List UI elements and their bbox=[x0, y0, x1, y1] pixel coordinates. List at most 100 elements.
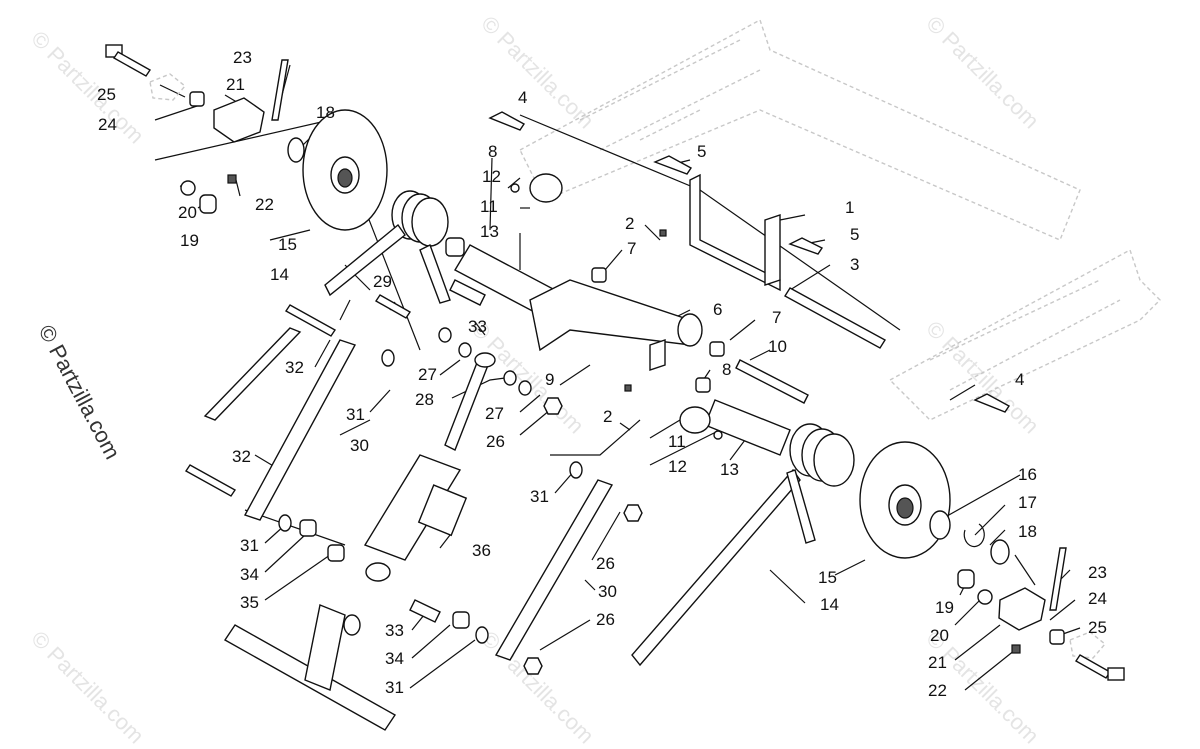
bushing-34-b bbox=[452, 611, 470, 629]
callout-number: 13 bbox=[480, 222, 499, 241]
callout-number: 13 bbox=[720, 460, 739, 479]
callout-number: 31 bbox=[530, 487, 549, 506]
setscrew-22 bbox=[227, 174, 237, 184]
callout-number: 27 bbox=[418, 365, 437, 384]
bearing-16 bbox=[929, 510, 951, 540]
callout-number: 5 bbox=[850, 225, 859, 244]
callout-number: 31 bbox=[240, 536, 259, 555]
callout-number: 9 bbox=[545, 370, 554, 389]
callout-number: 7 bbox=[772, 308, 781, 327]
watermark: © Partzilla.com bbox=[26, 26, 149, 149]
bushing-24-lower bbox=[1049, 629, 1065, 645]
rod-3 bbox=[784, 287, 886, 349]
bumper-11-lower bbox=[679, 406, 711, 434]
callout-number: 5 bbox=[697, 142, 706, 161]
watermark: © Partzilla.com bbox=[476, 626, 599, 749]
callout-number: 23 bbox=[233, 48, 252, 67]
callout-number: 36 bbox=[472, 541, 491, 560]
bushing-34-a bbox=[299, 519, 317, 537]
washer-28-a bbox=[458, 342, 472, 358]
callout-number: 15 bbox=[818, 568, 837, 587]
bumper-11-upper bbox=[529, 173, 563, 203]
callout-number: 17 bbox=[1018, 493, 1037, 512]
callout-number: 30 bbox=[598, 582, 617, 601]
rail-ghost-upper bbox=[519, 18, 1081, 241]
nut-27-b bbox=[518, 380, 532, 396]
callout-number: 1 bbox=[845, 198, 854, 217]
callout-number: 34 bbox=[385, 649, 404, 668]
callout-number: 20 bbox=[178, 203, 197, 222]
callout-number: 31 bbox=[385, 678, 404, 697]
callout-number: 2 bbox=[603, 407, 612, 426]
watermark: © Partzilla.com bbox=[921, 11, 1044, 134]
callout-number: 12 bbox=[482, 167, 501, 186]
callout-number: 21 bbox=[226, 75, 245, 94]
callout-number: 27 bbox=[485, 404, 504, 423]
callout-number: 10 bbox=[768, 337, 787, 356]
callout-number: 8 bbox=[722, 360, 731, 379]
callout-layer: 1223445567788910111112121313141415151617… bbox=[97, 48, 1107, 700]
callout-number: 19 bbox=[935, 598, 954, 617]
bearing-18 bbox=[287, 137, 305, 163]
watermark: © Partzilla.com bbox=[26, 626, 149, 749]
washer-31-b bbox=[569, 461, 583, 479]
pin-12-lower bbox=[713, 430, 723, 440]
spring-upper bbox=[324, 190, 451, 304]
clamp-21 bbox=[213, 97, 265, 143]
washer-24-ghost bbox=[149, 73, 187, 101]
washer-31-c bbox=[278, 514, 292, 532]
bushing-19 bbox=[199, 194, 217, 214]
callout-number: 18 bbox=[1018, 522, 1037, 541]
nut-26-middle bbox=[623, 504, 643, 522]
clamp-21-lower bbox=[998, 587, 1046, 631]
callout-number: 18 bbox=[316, 103, 335, 122]
callout-number: 4 bbox=[1015, 370, 1024, 389]
arm-6 bbox=[529, 279, 691, 352]
callout-number: 26 bbox=[486, 432, 505, 451]
bolt-25-lower bbox=[1075, 654, 1125, 681]
nut-26-lower bbox=[523, 657, 543, 675]
callout-number: 24 bbox=[98, 115, 117, 134]
washer-31-d bbox=[475, 626, 489, 644]
callout-number: 14 bbox=[270, 265, 289, 284]
callout-number: 26 bbox=[596, 554, 615, 573]
link-30-right bbox=[494, 479, 614, 661]
bolt-23 bbox=[271, 59, 289, 121]
callout-number: 24 bbox=[1088, 589, 1107, 608]
link-30-left bbox=[243, 339, 357, 521]
setscrew-2-lower bbox=[624, 384, 632, 392]
setscrew-2-upper bbox=[659, 229, 667, 237]
bushing-24 bbox=[189, 91, 205, 107]
bolt-5-lower bbox=[788, 237, 824, 255]
callout-number: 3 bbox=[850, 255, 859, 274]
bolt-32-lower bbox=[184, 464, 237, 497]
callout-number: 31 bbox=[346, 405, 365, 424]
washer-24-ghost-lower bbox=[1069, 631, 1107, 659]
callout-number: 11 bbox=[668, 432, 686, 451]
callout-number: 2 bbox=[625, 214, 634, 233]
bushing-7-lower bbox=[709, 341, 725, 357]
bolt-23-lower bbox=[1049, 547, 1067, 611]
lower-axle bbox=[223, 604, 397, 731]
rail-ghost-lower bbox=[888, 248, 1161, 421]
callout-number: 19 bbox=[180, 231, 199, 250]
callout-number: 29 bbox=[373, 272, 392, 291]
setscrew-22-lower bbox=[1011, 644, 1021, 654]
bolt-5-upper bbox=[653, 155, 693, 175]
callout-number: 23 bbox=[1088, 563, 1107, 582]
callout-number: 26 bbox=[596, 610, 615, 629]
rod-14-left bbox=[203, 327, 302, 421]
bushing-8-upper bbox=[445, 237, 465, 257]
callout-number: 35 bbox=[240, 593, 259, 612]
bolt-29 bbox=[375, 294, 411, 319]
callout-number: 20 bbox=[930, 626, 949, 645]
callout-number: 22 bbox=[928, 681, 947, 700]
pin-33-lower bbox=[409, 599, 441, 623]
callout-number: 11 bbox=[480, 197, 498, 216]
callout-number: 6 bbox=[713, 300, 722, 319]
pin-12-upper bbox=[510, 183, 520, 193]
shock-absorber-36 bbox=[363, 352, 496, 582]
bolt-4-upper bbox=[488, 111, 526, 131]
pin-33-upper bbox=[449, 279, 486, 306]
